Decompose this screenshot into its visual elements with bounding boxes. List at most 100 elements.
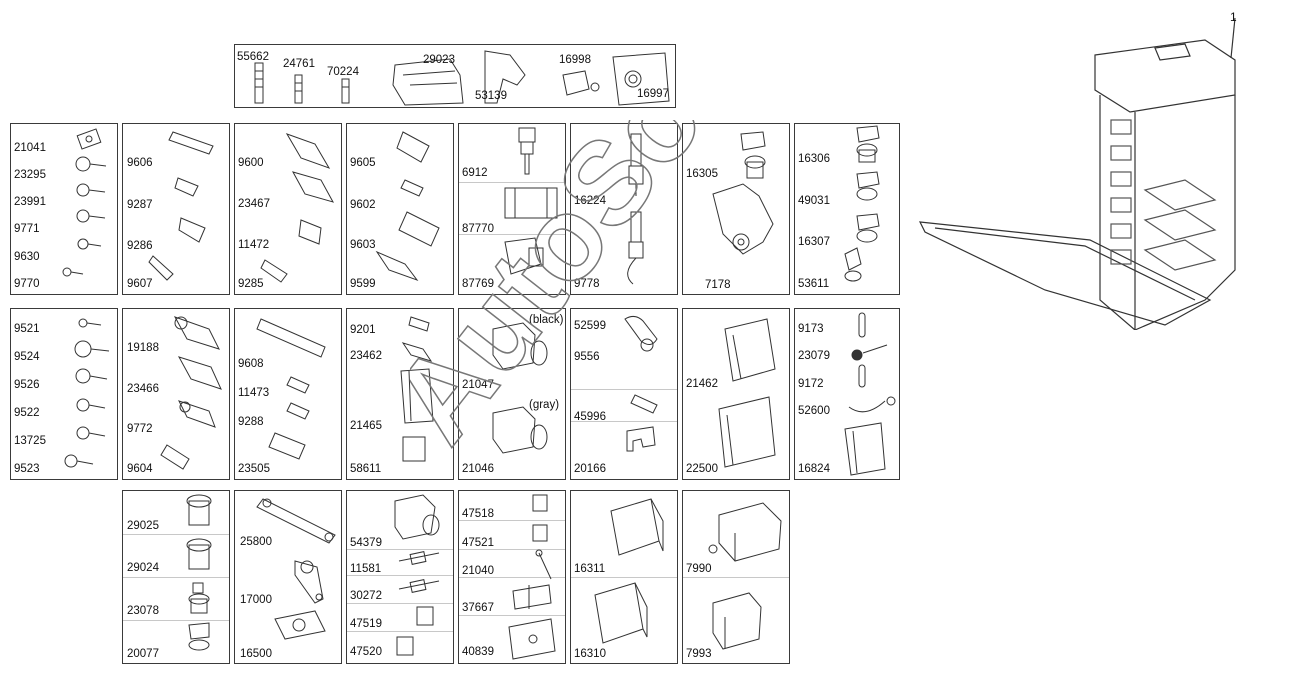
- part-number: 11472: [238, 239, 270, 251]
- panel-drawing: [718, 318, 776, 468]
- panel-relay-bases: 9201 23462 21465 58611: [346, 308, 454, 480]
- panel-rotary-switches: 16306 49031 16307 53611: [794, 123, 900, 295]
- panel-drawing: [256, 318, 326, 460]
- panel-drawing: [148, 131, 214, 281]
- part-number: 24761: [283, 58, 315, 70]
- panel-drawing: [400, 316, 434, 462]
- part-number: 49031: [798, 195, 830, 207]
- panel-fuse-holders: 47518 47521 21040 37667 40839: [458, 490, 566, 664]
- part-number: 9522: [14, 407, 40, 419]
- part-number: 11581: [350, 563, 382, 575]
- panel-drawing: [708, 502, 782, 650]
- part-number: 53139: [475, 90, 507, 102]
- connector-color-note: (gray): [529, 399, 560, 411]
- part-number: 7178: [705, 279, 731, 291]
- part-number: 70224: [327, 66, 359, 78]
- separator: [459, 234, 565, 235]
- panel-sleeves-b: 9608 11473 9288 23505: [234, 308, 342, 480]
- panel-drawing: [260, 133, 335, 283]
- separator: [459, 520, 565, 521]
- part-number: 11473: [238, 387, 270, 399]
- part-number: 9521: [14, 323, 40, 335]
- part-number: 25800: [240, 536, 272, 548]
- part-number: 13725: [14, 435, 46, 447]
- part-number: 55662: [237, 51, 269, 63]
- part-number: 37667: [462, 602, 494, 614]
- part-number: 23295: [14, 169, 46, 181]
- part-number: 20166: [574, 463, 606, 475]
- part-number: 7993: [686, 648, 712, 660]
- part-number: 9772: [127, 423, 153, 435]
- separator: [571, 577, 677, 578]
- part-number: 52599: [574, 320, 606, 332]
- panel-drawing: [62, 128, 107, 277]
- part-number: 9287: [127, 199, 153, 211]
- part-number: 6912: [462, 167, 488, 179]
- part-number: 87769: [462, 278, 494, 290]
- panel-drawing: [256, 498, 336, 640]
- part-number: 29025: [127, 520, 159, 532]
- part-number: 9602: [350, 199, 376, 211]
- panel-drawing: [394, 494, 440, 656]
- separator: [347, 575, 453, 576]
- part-number: 16997: [637, 88, 669, 100]
- panel-insulating-sleeves: 9605 9602 9603 9599: [346, 123, 454, 295]
- part-number: 21041: [14, 142, 46, 154]
- part-number: 52600: [798, 405, 830, 417]
- part-number: 29024: [127, 562, 159, 574]
- panel-sensors-valves: 6912 87770 87769: [458, 123, 566, 295]
- part-number: 87770: [462, 223, 494, 235]
- part-number: 9606: [127, 157, 153, 169]
- part-number: 9605: [350, 157, 376, 169]
- separator: [459, 182, 565, 183]
- panel-drawing: [624, 315, 658, 452]
- panel-drawing: [712, 131, 774, 255]
- part-number: 9608: [238, 358, 264, 370]
- panel-drawing: [64, 318, 110, 468]
- separator: [571, 421, 677, 422]
- separator: [123, 577, 229, 578]
- part-number: 47520: [350, 646, 382, 658]
- part-number: 16307: [798, 236, 830, 248]
- part-number: 9201: [350, 324, 376, 336]
- part-number: 9285: [238, 278, 264, 290]
- connector-color-note: (black): [529, 314, 564, 326]
- part-number: 21462: [686, 378, 718, 390]
- part-number: 7990: [686, 563, 712, 575]
- part-number: 23991: [14, 196, 46, 208]
- part-number: 23467: [238, 198, 270, 210]
- panel-drawing: [627, 133, 644, 285]
- part-number: 9607: [127, 278, 153, 290]
- part-number: 9778: [574, 278, 600, 290]
- part-number: 16306: [798, 153, 830, 165]
- part-number: 9526: [14, 379, 40, 391]
- separator: [459, 615, 565, 616]
- part-number: 45996: [574, 411, 606, 423]
- part-number: 9286: [127, 240, 153, 252]
- panel-terminal-rings-a: 21041 23295 23991 9771 9630 9770: [10, 123, 118, 295]
- part-number: 9599: [350, 278, 376, 290]
- panel-terminal-rings-b: 9521 9524 9526 9522 13725 9523: [10, 308, 118, 480]
- part-number: 21040: [462, 565, 494, 577]
- part-number: 9770: [14, 278, 40, 290]
- panel-flat-connectors-a: 9600 23467 11472 9285: [234, 123, 342, 295]
- panel-relay-housings: 21462 22500: [682, 308, 790, 480]
- part-number: 19188: [127, 342, 159, 354]
- part-number: 30272: [350, 590, 382, 602]
- separator: [683, 577, 789, 578]
- part-number: 16500: [240, 648, 272, 660]
- separator: [347, 631, 453, 632]
- part-number: 58611: [350, 463, 382, 475]
- panel-diodes-relays: 54379 11581 30272 47519 47520: [346, 490, 454, 664]
- part-number: 40839: [462, 646, 494, 658]
- part-number: 53611: [798, 278, 830, 290]
- panel-drawing: [844, 125, 880, 282]
- part-number: 9288: [238, 416, 264, 428]
- panel-drawing: [160, 316, 222, 470]
- part-number: 16310: [574, 648, 606, 660]
- separator: [347, 549, 453, 550]
- part-number: 9172: [798, 378, 824, 390]
- separator: [571, 389, 677, 390]
- panel-drawing: [508, 494, 556, 660]
- panel-ignition-switches: 29025 29024 23078 20077: [122, 490, 230, 664]
